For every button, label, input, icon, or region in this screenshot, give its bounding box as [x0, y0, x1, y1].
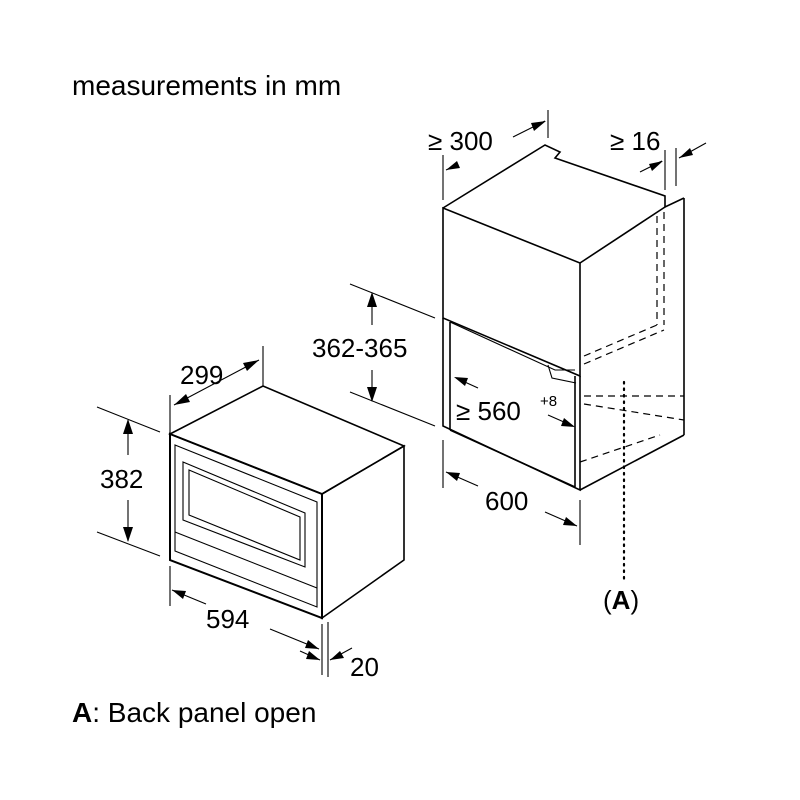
appliance-front-panel — [169, 432, 323, 620]
appliance-depth-label: 299 — [180, 360, 223, 390]
niche-depth-label: ≥ 300 — [428, 126, 493, 156]
front-panel-label: 20 — [350, 652, 379, 682]
cabinet-upper-front — [442, 206, 581, 378]
dim-side-gap: ≥ 16 — [610, 126, 707, 190]
legend-key: A — [72, 697, 92, 728]
cabinet-drawing — [442, 144, 685, 492]
niche-width-tolerance: +8 — [540, 393, 557, 410]
dim-cabinet-width: 600 — [442, 440, 581, 545]
dim-front-panel: 20 — [299, 622, 379, 682]
cabinet-width-label: 600 — [485, 486, 528, 516]
dim-niche-depth: ≥ 300 — [428, 110, 549, 200]
appliance-side-face — [321, 444, 405, 620]
dim-appliance-height: 382 — [96, 406, 161, 557]
appliance-door-window — [182, 461, 306, 568]
legend-description: : Back panel open — [92, 697, 316, 728]
dim-appliance-width: 594 — [169, 566, 323, 675]
appliance-width-label: 594 — [206, 604, 249, 634]
niche-width-label: ≥ 560 — [456, 396, 521, 426]
dim-niche-width: ≥ 560 +8 — [454, 377, 575, 427]
back-panel-marker: (A) — [603, 380, 639, 615]
dim-niche-height: 362-365 — [312, 283, 436, 427]
niche-height-label: 362-365 — [312, 333, 407, 363]
side-gap-label: ≥ 16 — [610, 126, 660, 156]
appliance-height-label: 382 — [100, 464, 143, 494]
dim-appliance-depth: 299 — [169, 346, 264, 434]
appliance-drawing — [168, 385, 406, 620]
appliance-top-face — [168, 385, 406, 495]
appliance-door-window-inner — [188, 469, 301, 561]
appliance-control-strip — [174, 531, 318, 589]
legend-text: A: Back panel open — [72, 697, 316, 728]
appliance-front-frame — [174, 444, 318, 608]
marker-label: (A) — [603, 585, 639, 615]
title-text: measurements in mm — [72, 70, 341, 101]
